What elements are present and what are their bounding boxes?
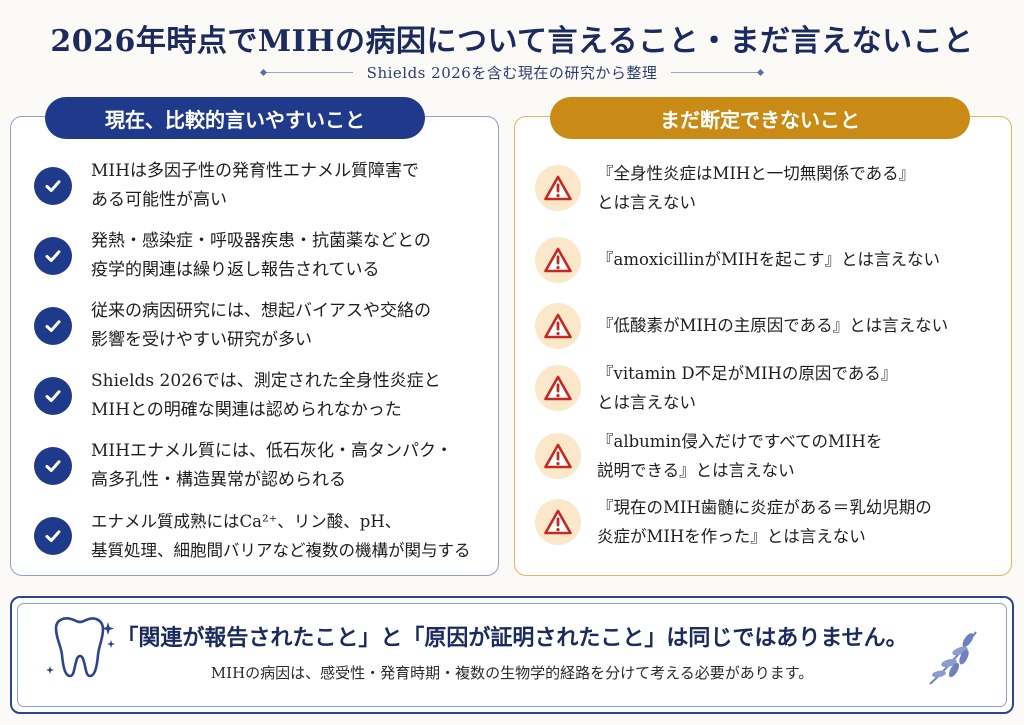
check-circle-icon bbox=[34, 517, 72, 555]
cannot-say-heading: まだ断定できないこと bbox=[550, 97, 970, 139]
check-circle-icon bbox=[34, 237, 72, 275]
can-say-text: 発熱・感染症・呼吸器疾患・抗菌薬などとの疫学的関連は繰り返し報告されている bbox=[91, 231, 431, 280]
key-message-main: 「関連が報告されたこと」と「原因が証明されたこと」は同じではありません。 bbox=[116, 625, 908, 651]
subtitle-divider-right bbox=[671, 72, 762, 73]
cannot-say-item: 『amoxicillinがMIHを起こす』とは言えない bbox=[515, 227, 1011, 293]
can-say-item: MIHは多因子性の発育性エナメル質障害である可能性が高い bbox=[11, 155, 498, 217]
cannot-say-item: 『全身性炎症はMIHと一切無関係である』とは言えない bbox=[515, 155, 1011, 221]
warning-triangle-icon bbox=[535, 303, 581, 349]
check-circle-icon bbox=[34, 167, 72, 205]
can-say-heading: 現在、比較的言いやすいこと bbox=[45, 97, 425, 139]
cannot-say-panel: まだ断定できないこと 『全身性炎症はMIHと一切無関係である』とは言えない 『a… bbox=[514, 97, 1012, 576]
cannot-say-text: 『現在のMIH歯髄に炎症がある＝乳幼児期の炎症がMIHを作った』とは言えない bbox=[597, 498, 932, 546]
cannot-say-text: 『低酸素がMIHの主原因である』とは言えない bbox=[597, 316, 949, 335]
check-circle-icon bbox=[34, 447, 72, 485]
can-say-item: MIHエナメル質には、低石灰化・高タンパク・高多孔性・構造異常が認められる bbox=[11, 435, 498, 497]
cannot-say-item: 『vitamin D不足がMIHの原因である』とは言えない bbox=[515, 355, 1011, 421]
can-say-text: 従来の病因研究には、想起バイアスや交絡の影響を受けやすい研究が多い bbox=[91, 301, 431, 350]
can-say-text: MIHは多因子性の発育性エナメル質障害である可能性が高い bbox=[91, 161, 419, 210]
warning-triangle-icon bbox=[535, 433, 581, 479]
key-message-inner-border bbox=[17, 603, 1007, 707]
cannot-say-item: 『現在のMIH歯髄に炎症がある＝乳幼児期の炎症がMIHを作った』とは言えない bbox=[515, 489, 1011, 555]
key-message-sub: MIHの病因は、感受性・発育時期・複数の生物学的経路を分けて考える必要があります… bbox=[210, 664, 814, 682]
page-title: 2026年時点でMIHの病因について言えること・まだ言えないこと bbox=[50, 24, 974, 59]
can-say-item: 発熱・感染症・呼吸器疾患・抗菌薬などとの疫学的関連は繰り返し報告されている bbox=[11, 225, 498, 287]
check-circle-icon bbox=[34, 307, 72, 345]
can-say-item: 従来の病因研究には、想起バイアスや交絡の影響を受けやすい研究が多い bbox=[11, 295, 498, 357]
can-say-item: エナメル質成熟にはCa²⁺、リン酸、pH、基質処理、細胞間バリアなど複数の機構が… bbox=[11, 505, 498, 567]
warning-triangle-icon bbox=[535, 499, 581, 545]
can-say-panel: 現在、比較的言いやすいこと MIHは多因子性の発育性エナメル質障害である可能性が… bbox=[10, 97, 499, 576]
tooth-icon bbox=[42, 614, 120, 690]
cannot-say-item: 『低酸素がMIHの主原因である』とは言えない bbox=[515, 293, 1011, 359]
leaf-branch-icon bbox=[924, 626, 984, 694]
check-circle-icon bbox=[34, 377, 72, 415]
cannot-say-text: 『全身性炎症はMIHと一切無関係である』とは言えない bbox=[597, 164, 916, 212]
warning-triangle-icon bbox=[535, 365, 581, 411]
can-say-text: エナメル質成熟にはCa²⁺、リン酸、pH、基質処理、細胞間バリアなど複数の機構が… bbox=[91, 512, 471, 560]
warning-triangle-icon bbox=[535, 165, 581, 211]
can-say-text: MIHエナメル質には、低石灰化・高タンパク・高多孔性・構造異常が認められる bbox=[91, 441, 453, 490]
warning-triangle-icon bbox=[535, 237, 581, 283]
cannot-say-text: 『albumin侵入だけですべてのMIHを説明できる』とは言えない bbox=[597, 432, 883, 480]
subtitle-row: Shields 2026を含む現在の研究から整理 bbox=[0, 62, 1024, 83]
cannot-say-text: 『amoxicillinがMIHを起こす』とは言えない bbox=[597, 250, 940, 269]
cannot-say-item: 『albumin侵入だけですべてのMIHを説明できる』とは言えない bbox=[515, 423, 1011, 489]
page-subtitle: Shields 2026を含む現在の研究から整理 bbox=[366, 64, 658, 82]
cannot-say-text: 『vitamin D不足がMIHの原因である』とは言えない bbox=[597, 364, 898, 412]
key-message-box: 「関連が報告されたこと」と「原因が証明されたこと」は同じではありません。 MIH… bbox=[10, 596, 1014, 714]
subtitle-divider-left bbox=[262, 72, 353, 73]
